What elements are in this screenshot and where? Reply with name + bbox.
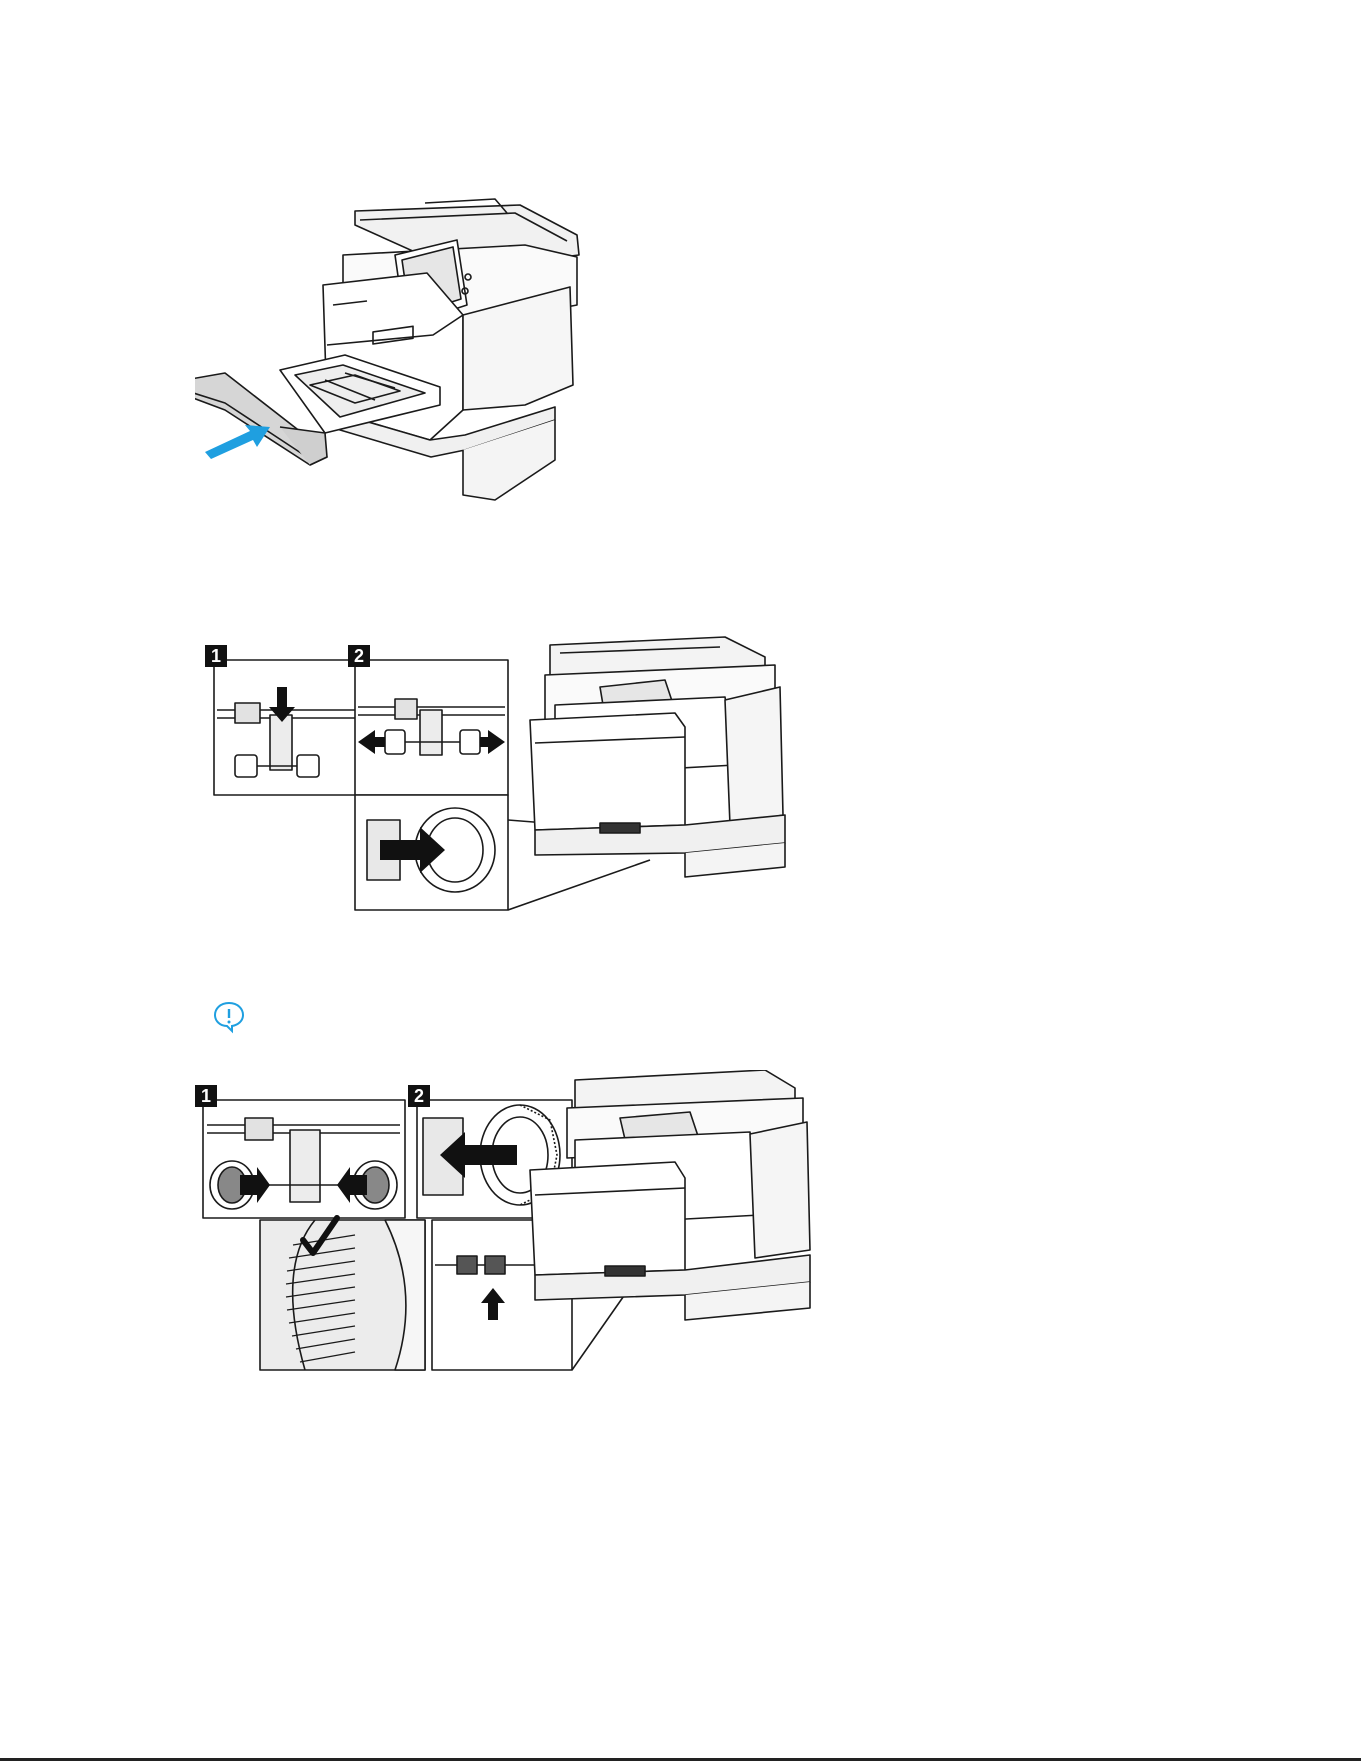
note-icon: [212, 1000, 246, 1034]
step-label-2: 2: [354, 646, 364, 666]
figure-install-pick-roller: 1 2: [195, 1070, 895, 1395]
install-step-label-1: 1: [201, 1086, 211, 1106]
pull-arrow-icon: [205, 425, 270, 459]
install-step-label-2: 2: [414, 1086, 424, 1106]
figure-remove-pick-roller: 1 2: [205, 615, 845, 935]
step-label-1: 1: [211, 646, 221, 666]
figure-remove-tray: [195, 195, 595, 530]
